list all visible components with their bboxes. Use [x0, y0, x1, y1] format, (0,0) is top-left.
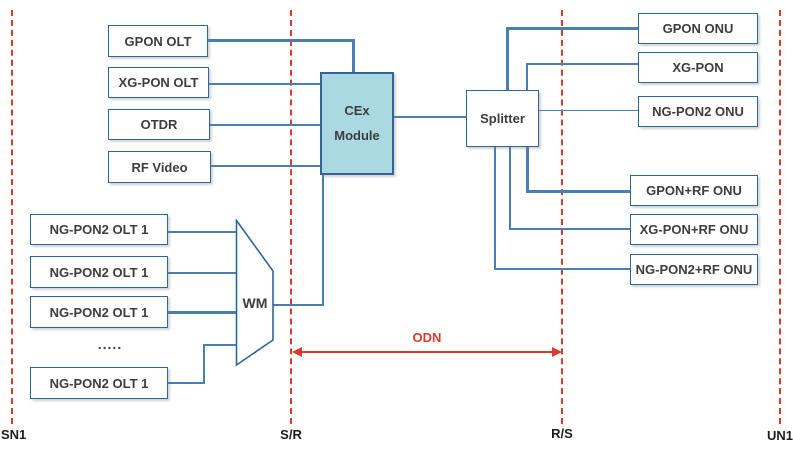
connector-splitter-xgponrf-drop — [509, 147, 511, 230]
connector-splitter-gpon-onu-riser — [506, 27, 509, 90]
box-label: XG-PON — [672, 60, 724, 75]
odn-label: ODN — [412, 330, 442, 345]
connector-splitter-ngpon2rf-drop — [494, 147, 496, 270]
odn-arrowhead-right — [552, 347, 562, 357]
box-label: GPON ONU — [662, 21, 734, 36]
boundary-line-sr — [290, 10, 292, 424]
connector-gpon-onu — [506, 27, 638, 30]
box-label: XG-PON+RF ONU — [639, 222, 749, 237]
connector-ngpon2-4 — [168, 382, 205, 384]
odn-arrowhead-left — [292, 347, 302, 357]
box-ngpon2-olt-2: NG-PON2 OLT 1 — [30, 256, 168, 288]
connector-rf-video — [211, 165, 320, 167]
connector-ngpon2rf-onu — [494, 268, 630, 270]
box-label: NG-PON2 ONU — [652, 104, 744, 119]
box-label: RF Video — [131, 159, 188, 175]
box-ngpon2-olt-1: NG-PON2 OLT 1 — [30, 214, 168, 245]
box-ngpon2-olt-4: NG-PON2 OLT 1 — [30, 367, 168, 399]
connector-gponrf-onu — [526, 190, 630, 193]
box-label: NG-PON2 OLT 1 — [49, 222, 149, 237]
connector-gpon-olt-drop — [352, 39, 355, 73]
box-ngpon2-onu: NG-PON2 ONU — [638, 96, 758, 127]
box-gpon-olt: GPON OLT — [108, 25, 208, 57]
box-otdr: OTDR — [108, 109, 210, 140]
box-ngpon2-rf-onu: NG-PON2+RF ONU — [630, 254, 758, 285]
wm-label: WM — [242, 295, 268, 311]
odn-arrow-line — [299, 351, 555, 353]
box-rf-video: RF Video — [108, 151, 211, 183]
label-rs: R/S — [551, 426, 573, 441]
box-label: NG-PON2+RF ONU — [635, 262, 753, 277]
connector-ngpon2-4-riser — [203, 344, 205, 384]
boundary-line-un1 — [779, 10, 781, 424]
box-label: GPON+RF ONU — [646, 183, 742, 198]
connector-ngpon2-1 — [168, 231, 237, 233]
box-xgpon-rf-onu: XG-PON+RF ONU — [630, 214, 758, 245]
label-sr: S/R — [280, 427, 302, 442]
connector-cex-splitter — [394, 116, 466, 118]
box-label: XG-PON OLT — [118, 75, 199, 90]
box-splitter: Splitter — [466, 90, 539, 147]
box-cex-module: CEx Module — [320, 72, 394, 175]
cex-label-line2: Module — [334, 127, 380, 143]
cex-label-line1: CEx — [344, 102, 370, 118]
connector-ngpon2-onu — [539, 110, 638, 111]
ellipsis: ..... — [97, 336, 123, 352]
connector-splitter-gponrf-drop — [526, 147, 529, 192]
connector-ngpon2-3 — [168, 311, 237, 314]
box-label: NG-PON2 OLT 1 — [49, 304, 149, 320]
connector-xgpon-olt — [209, 83, 320, 85]
boundary-line-rs — [561, 10, 563, 424]
box-label: NG-PON2 OLT 1 — [49, 264, 149, 280]
box-label: OTDR — [140, 117, 178, 132]
connector-wm-out — [273, 304, 324, 306]
box-label: NG-PON2 OLT 1 — [49, 375, 149, 391]
box-xgpon-olt: XG-PON OLT — [108, 67, 209, 98]
box-gpon-onu: GPON ONU — [638, 13, 758, 44]
connector-xgpon-onu — [526, 63, 638, 65]
connector-gpon-olt — [208, 39, 354, 42]
box-gpon-rf-onu: GPON+RF ONU — [630, 175, 758, 206]
box-ngpon2-olt-3: NG-PON2 OLT 1 — [30, 296, 168, 328]
box-label: Splitter — [480, 111, 525, 126]
label-un1: UN1 — [766, 428, 793, 443]
boundary-line-sn1 — [11, 10, 13, 424]
box-label: GPON OLT — [124, 33, 192, 49]
connector-ngpon2-2 — [168, 272, 237, 274]
connector-ngpon2-4-top — [203, 344, 237, 346]
box-xgpon: XG-PON — [638, 52, 758, 83]
wm-mux-shape — [235, 219, 274, 367]
connector-splitter-xgpon-riser — [526, 63, 528, 90]
connector-wm-cex-riser — [322, 175, 324, 306]
label-sn1: SN1 — [1, 427, 27, 442]
connector-xgponrf-onu — [509, 228, 630, 230]
connector-otdr — [210, 124, 320, 126]
